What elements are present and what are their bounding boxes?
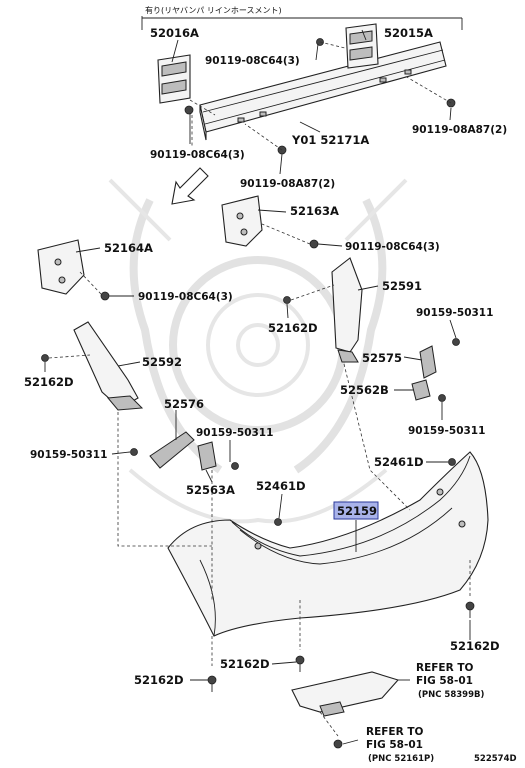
bracket-52163A [221, 195, 263, 247]
ref2-line3: (PNC 52161P) [368, 754, 434, 764]
label-52162D-a[interactable]: 52162D [268, 321, 318, 335]
bracket-52164A [37, 239, 85, 295]
leader-lines [44, 29, 471, 745]
bracket-52562B [411, 379, 431, 401]
bolt-90159-d [231, 462, 239, 470]
label-52162D-d[interactable]: 52162D [220, 657, 270, 671]
label-52575[interactable]: 52575 [362, 351, 402, 365]
front-direction-arrow [171, 167, 209, 205]
ref1-line3: (PNC 58399B) [418, 690, 484, 700]
header-note: 有り(リヤバンパ リインホースメント) [145, 5, 282, 15]
clip-52162D-a [283, 296, 291, 304]
ref1-line1[interactable]: REFER TO [416, 662, 474, 674]
guide-top-5 [189, 99, 216, 116]
label-90119-08A87-b[interactable]: 90119-08A87(2) [240, 178, 335, 190]
guide-52591 [290, 284, 335, 301]
guide-top-3 [404, 75, 452, 104]
label-52162D-e[interactable]: 52162D [134, 673, 184, 687]
clip-52162D-b [41, 354, 49, 362]
bolt-90159-c [130, 448, 138, 456]
label-90119-08C64-c[interactable]: 90119-08C64(3) [345, 241, 440, 253]
bolt-52164A [100, 291, 110, 301]
clip-52461D-b [448, 458, 456, 466]
spacer-52575 [419, 345, 437, 379]
bolt-52163A [309, 239, 319, 249]
highlight-box-52159 [333, 501, 379, 520]
label-52576[interactable]: 52576 [164, 397, 204, 411]
label-90119-08C64-a[interactable]: 90119-08C64(3) [205, 55, 300, 67]
label-52162D-c[interactable]: 52162D [450, 639, 500, 653]
retainer-52592 [73, 321, 144, 411]
diagram-id: 522574D [474, 754, 517, 764]
guide-bumper-left [117, 412, 212, 547]
ref2-line1[interactable]: REFER TO [366, 726, 424, 738]
bolt-90159-a [452, 338, 460, 346]
label-52162D-b[interactable]: 52162D [24, 375, 74, 389]
label-90159-50311-b[interactable]: 90159-50311 [196, 427, 273, 439]
part-labels: 52016A 52015A 90119-08C64(3) 90119-08A87… [24, 26, 517, 764]
label-52016A[interactable]: 52016A [150, 26, 199, 40]
label-52592[interactable]: 52592 [142, 355, 182, 369]
retainer-52591 [331, 257, 363, 363]
ref1-line2[interactable]: FIG 58-01 [416, 675, 473, 687]
guide-top-4 [319, 41, 346, 49]
label-90119-08A87-a[interactable]: 90119-08A87(2) [412, 124, 507, 136]
bracket-52563A [197, 441, 217, 471]
clip-52461D-a [274, 518, 282, 526]
label-90119-08C64-d[interactable]: 90119-08C64(3) [138, 291, 233, 303]
label-90119-08C64-b[interactable]: 90119-08C64(3) [150, 149, 245, 161]
bumper-cover-52159 [167, 451, 489, 637]
label-52562B[interactable]: 52562B [340, 383, 389, 397]
bolt-90159-b [438, 394, 446, 402]
clip-bottom-d [333, 739, 343, 749]
label-52164A[interactable]: 52164A [104, 241, 153, 255]
clip-bottom-c [465, 601, 475, 618]
label-52171A[interactable]: Y01 52171A [291, 133, 369, 147]
label-52159[interactable]: 52159 [337, 504, 377, 518]
bracket-52016A [157, 54, 191, 104]
ref2-line2[interactable]: FIG 58-01 [366, 739, 423, 751]
guide-52592 [48, 354, 91, 359]
bracket-52015A [345, 23, 379, 69]
lower-plate [291, 671, 399, 717]
watermark-emblem [108, 178, 408, 524]
guide-top-2 [244, 123, 283, 151]
label-52015A[interactable]: 52015A [384, 26, 433, 40]
clip-bottom-a [207, 675, 217, 692]
label-90159-50311-a[interactable]: 90159-50311 [416, 307, 493, 319]
label-52563A[interactable]: 52563A [186, 483, 235, 497]
clip-bottom-b [295, 655, 305, 672]
bracket-52576 [149, 431, 195, 469]
label-52461D-b[interactable]: 52461D [256, 479, 306, 493]
guide-lower-plate [319, 711, 339, 737]
label-52163A[interactable]: 52163A [290, 204, 339, 218]
label-52591[interactable]: 52591 [382, 279, 422, 293]
guide-52163A [261, 223, 311, 245]
label-52461D-a[interactable]: 52461D [374, 455, 424, 469]
label-90159-50311-c[interactable]: 90159-50311 [408, 425, 485, 437]
label-90159-50311-d[interactable]: 90159-50311 [30, 449, 107, 461]
